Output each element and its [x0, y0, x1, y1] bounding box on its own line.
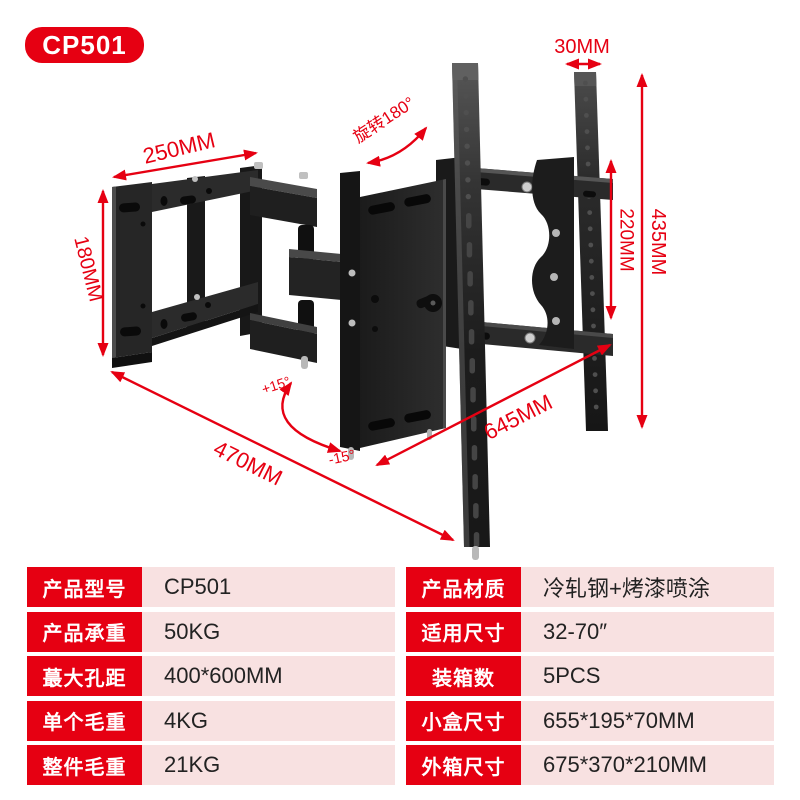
screw-tip-icon [472, 546, 479, 560]
bolt-icon [194, 294, 200, 300]
bolt-icon [192, 176, 198, 182]
product-illustration: 250MM 180MM 30MM 435MM 220MM 645MM 470MM… [69, 36, 669, 560]
spec-label: 适用尺寸 [406, 611, 521, 652]
spec-value: 675*370*210MM [521, 745, 774, 785]
spec-column-right: 产品材质 冷轧钢+烤漆喷涂 适用尺寸 32-70″ 装箱数 5PCS 小盒尺寸 … [406, 567, 774, 790]
back-rail [574, 72, 608, 431]
spec-label: 蕞大孔距 [27, 656, 142, 696]
spec-value: 50KG [142, 611, 395, 652]
spec-value: 冷轧钢+烤漆喷涂 [521, 567, 774, 607]
tilt-down-label: -15° [327, 447, 357, 468]
dim-30mm-label: 30MM [554, 36, 610, 58]
rotate-180-label: 旋转180° [350, 93, 418, 147]
spec-column-left: 产品型号 CP501 产品承重 50KG 蕞大孔距 400*600MM 单个毛重… [27, 567, 395, 790]
dim-180mm-label: 180MM [69, 234, 106, 304]
spec-label: 装箱数 [406, 656, 521, 696]
spec-value: 21KG [142, 745, 395, 785]
spec-table: 产品型号 CP501 产品承重 50KG 蕞大孔距 400*600MM 单个毛重… [27, 567, 774, 790]
screw-icon [524, 332, 536, 344]
spec-value: 655*195*70MM [521, 700, 774, 741]
tilt-up-label: +15° [260, 373, 293, 397]
bolt-icon [348, 269, 356, 277]
bolt-icon [254, 162, 263, 169]
dim-435mm-label: 435MM [647, 209, 669, 276]
dim-470mm-arrow [110, 370, 455, 542]
right-hook-bracket [532, 157, 574, 349]
model-badge-label: CP501 [42, 29, 127, 60]
spec-row: 装箱数 5PCS [406, 656, 774, 696]
spec-row: 小盒尺寸 655*195*70MM [406, 700, 774, 741]
screw-icon [521, 181, 533, 193]
spec-label: 产品材质 [406, 567, 521, 607]
wall-bracket [112, 162, 263, 368]
model-badge: CP501 [25, 27, 144, 63]
dim-470mm-label: 470MM [210, 435, 287, 490]
spec-value: 4KG [142, 700, 395, 741]
spec-label: 单个毛重 [27, 700, 142, 741]
dim-250mm-arrow [112, 149, 258, 181]
spec-row: 产品承重 50KG [27, 611, 395, 652]
spec-label: 产品承重 [27, 611, 142, 652]
vesa-plate [340, 171, 446, 460]
bolt-icon [550, 273, 558, 281]
spec-row: 产品材质 冷轧钢+烤漆喷涂 [406, 567, 774, 607]
arm-assembly [250, 172, 352, 369]
tilt-arc [279, 381, 342, 453]
dimension-arrows [97, 58, 648, 542]
spec-row: 蕞大孔距 400*600MM [27, 656, 395, 696]
spec-value: CP501 [142, 567, 395, 607]
spec-value: 5PCS [521, 656, 774, 696]
dim-220mm-label: 220MM [616, 208, 637, 271]
bolt-icon [299, 172, 308, 179]
spec-label: 整件毛重 [27, 745, 142, 785]
spec-row: 外箱尺寸 675*370*210MM [406, 745, 774, 785]
spec-value: 32-70″ [521, 611, 774, 652]
bolt-icon [348, 319, 356, 327]
spec-row: 产品型号 CP501 [27, 567, 395, 607]
rotate-180-arc [366, 126, 428, 167]
spec-value: 400*600MM [142, 656, 395, 696]
spec-row: 整件毛重 21KG [27, 745, 395, 785]
spec-label: 产品型号 [27, 567, 142, 607]
tilt-knob [416, 294, 442, 312]
dim-645mm-label: 645MM [480, 389, 557, 445]
spec-label: 小盒尺寸 [406, 700, 521, 741]
spec-row: 适用尺寸 32-70″ [406, 611, 774, 652]
bolt-icon [552, 229, 560, 237]
screw-tip-icon [301, 356, 308, 369]
spec-label: 外箱尺寸 [406, 745, 521, 785]
bolt-icon [552, 317, 560, 325]
spec-row: 单个毛重 4KG [27, 700, 395, 741]
